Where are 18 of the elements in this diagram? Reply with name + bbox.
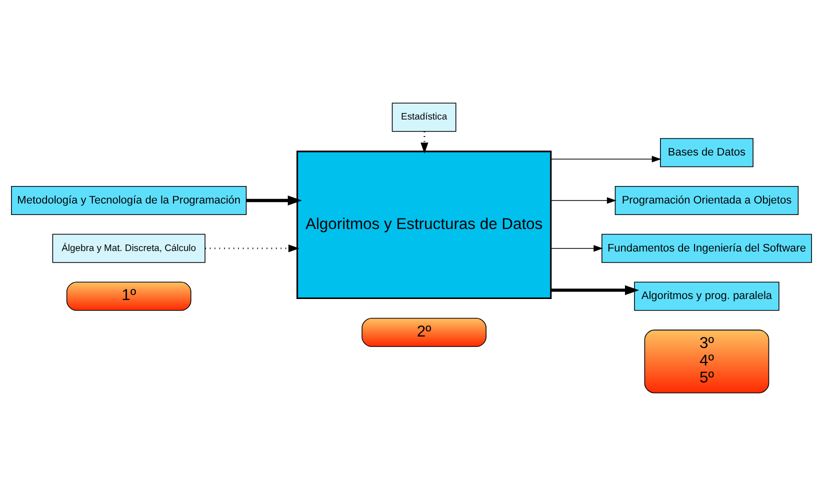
arrow — [550, 155, 662, 162]
node-box: 3º 4º 5º — [644, 329, 770, 393]
arrow — [550, 284, 640, 295]
node-box: Bases de Datos — [660, 138, 754, 167]
node-box: 2º — [362, 317, 486, 346]
arrow — [550, 196, 616, 204]
node-box: Estadística — [392, 102, 456, 132]
node-box: Fundamentos de Ingeniería del Software — [602, 233, 812, 262]
node-box: 1º — [66, 281, 192, 310]
node-box: Programación Orientada a Objetos — [614, 185, 799, 215]
node-box: Metodología y Tecnología de la Programación — [11, 185, 247, 215]
node-box: Algoritmos y Estructuras de Datos — [296, 150, 552, 299]
arrow — [420, 131, 428, 154]
arrow — [246, 195, 302, 205]
arrow — [550, 244, 604, 252]
node-box: Algoritmos y prog. paralela — [634, 281, 780, 310]
node-box: Álgebra y Mat. Discreta, Cálculo — [52, 233, 206, 262]
arrow — [205, 244, 300, 252]
